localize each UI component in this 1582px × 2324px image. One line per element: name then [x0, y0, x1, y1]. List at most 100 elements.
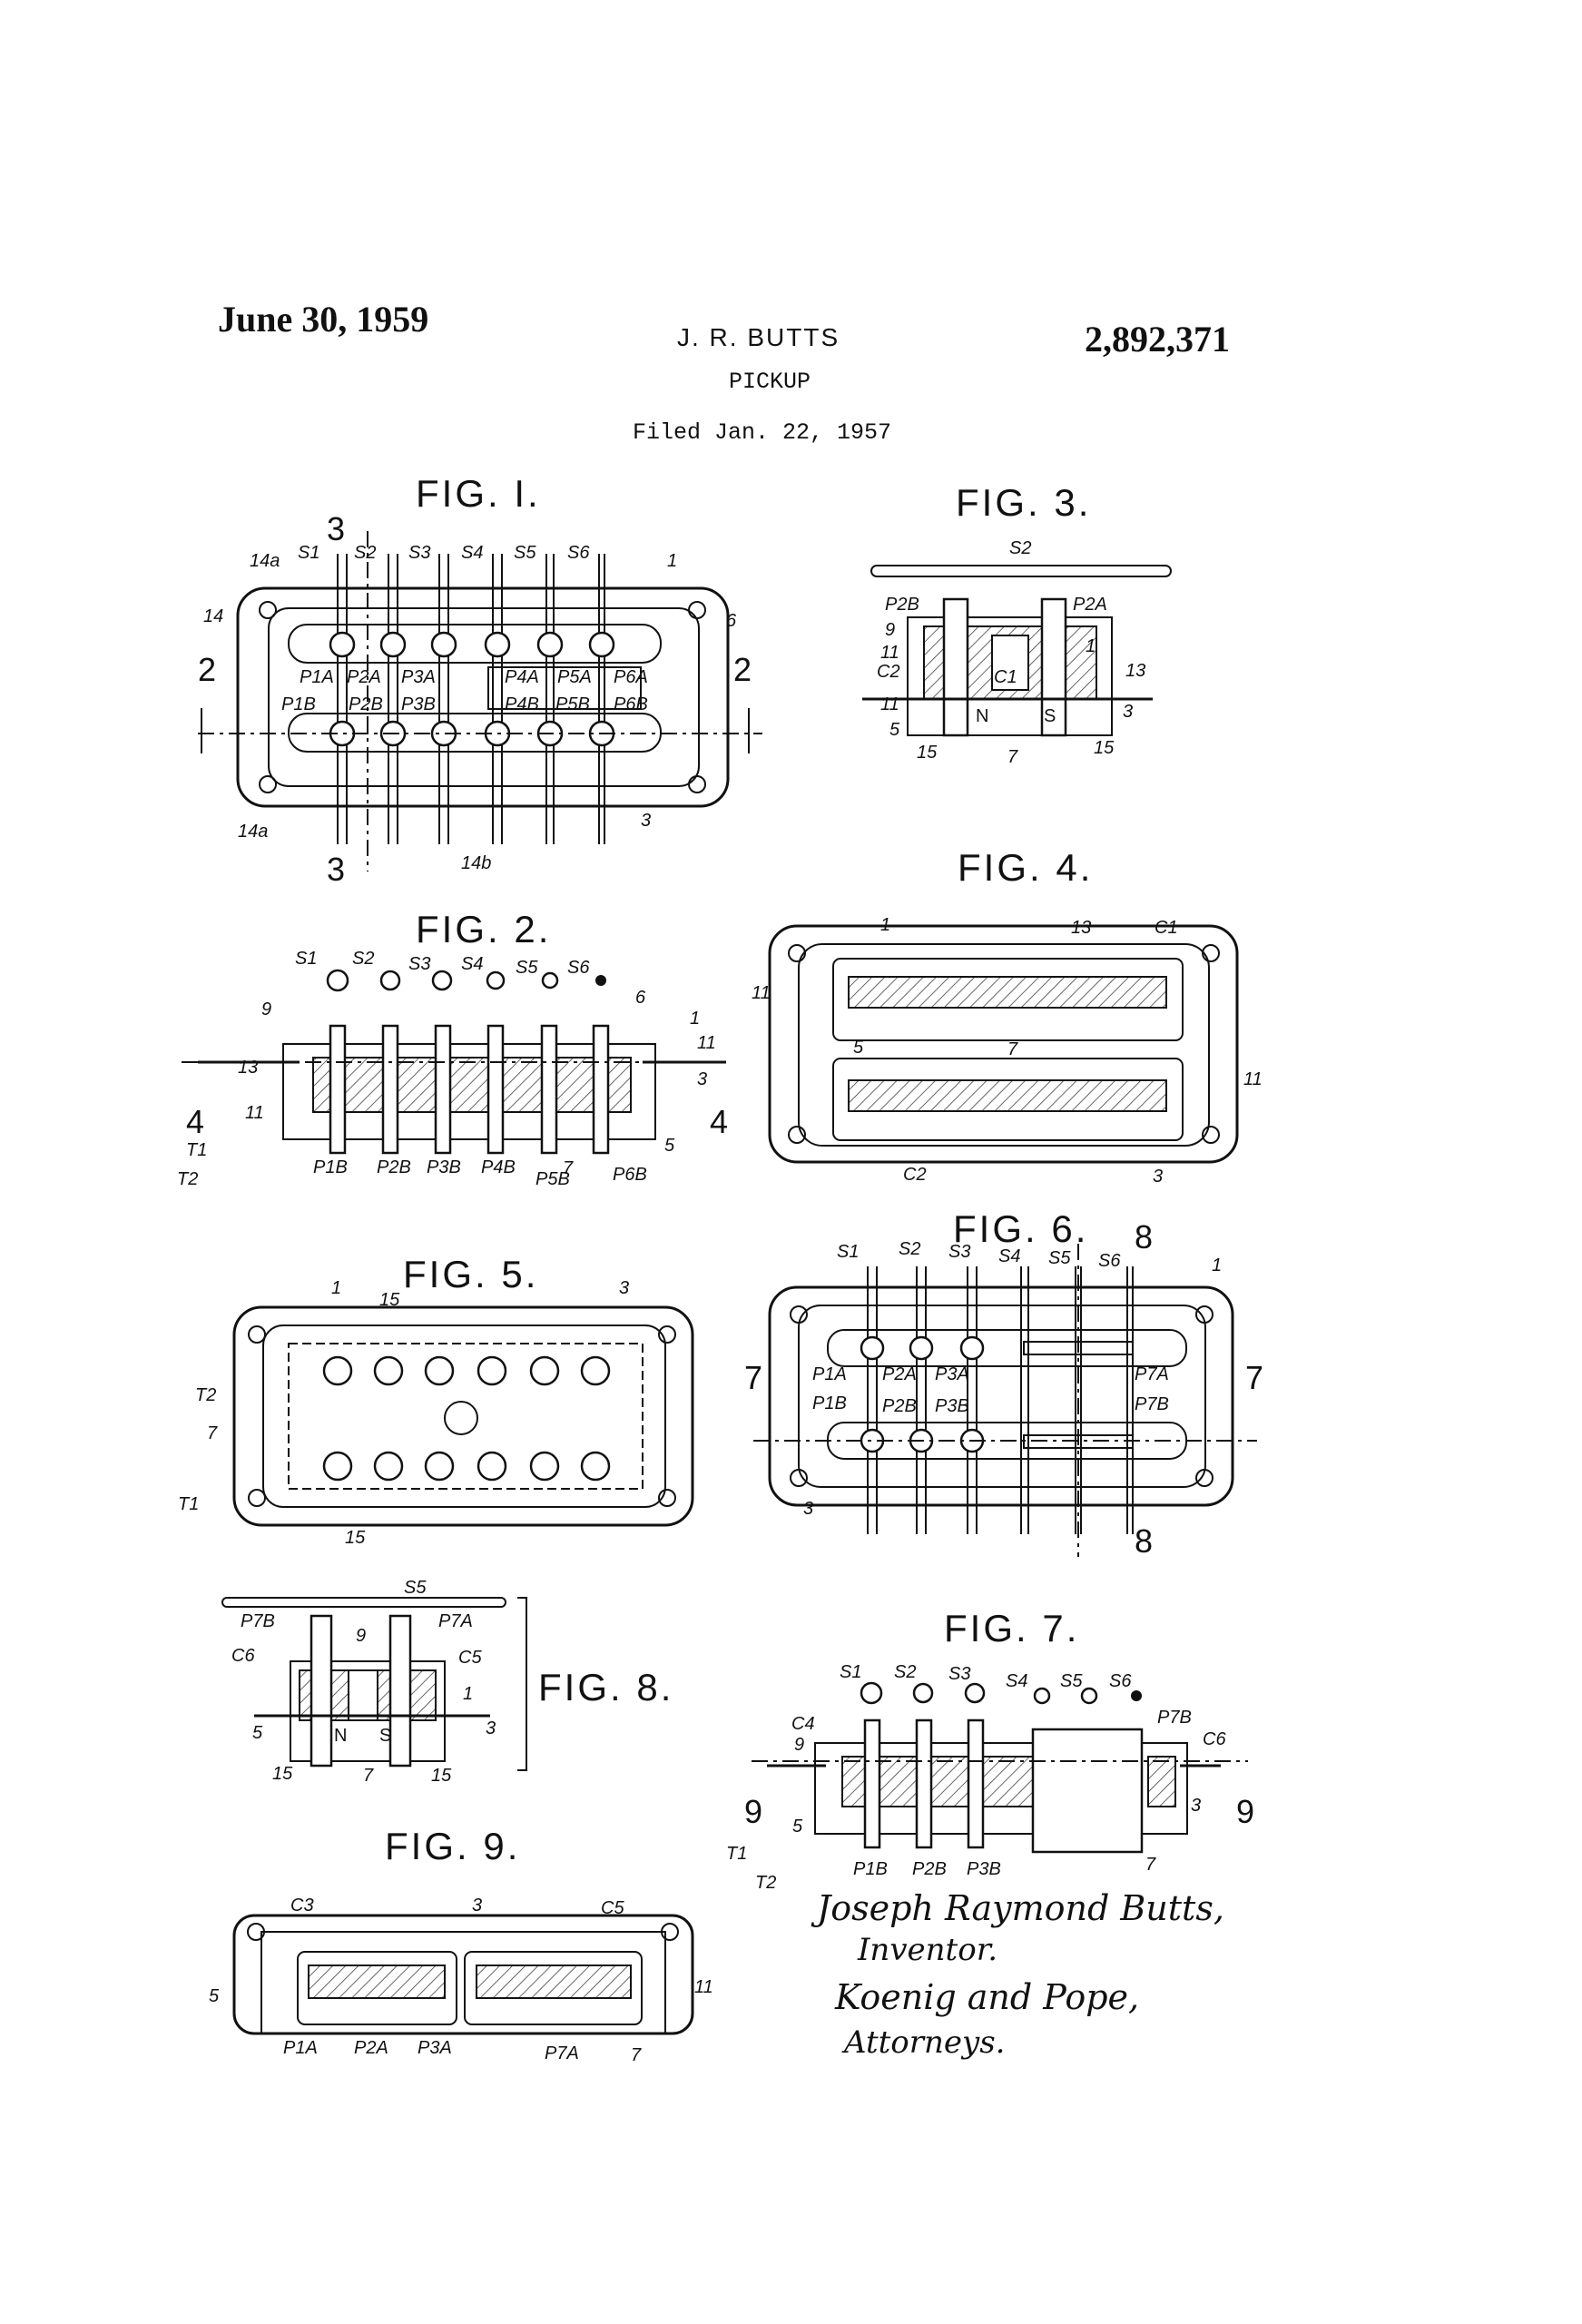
svg-text:11: 11 [245, 1103, 264, 1123]
svg-text:2: 2 [198, 651, 216, 688]
svg-text:C6: C6 [1203, 1729, 1226, 1749]
svg-text:T1: T1 [726, 1844, 747, 1864]
svg-text:P3A: P3A [418, 2038, 452, 2058]
svg-text:S6: S6 [1109, 1671, 1132, 1691]
svg-text:5: 5 [252, 1723, 263, 1743]
svg-text:P2A: P2A [347, 667, 381, 687]
svg-text:15: 15 [431, 1766, 452, 1786]
svg-text:P4A: P4A [505, 667, 539, 687]
svg-text:9: 9 [1236, 1793, 1254, 1830]
svg-text:3: 3 [803, 1499, 813, 1519]
svg-text:C1: C1 [994, 667, 1017, 687]
svg-text:7: 7 [1245, 1359, 1263, 1396]
filed-date: Filed Jan. 22, 1957 [633, 419, 892, 446]
svg-text:P6B: P6B [613, 1165, 647, 1185]
svg-text:C2: C2 [877, 662, 900, 682]
svg-text:P3A: P3A [935, 1364, 969, 1384]
inventor-header: J. R. BUTTS [677, 323, 840, 351]
svg-text:S3: S3 [408, 954, 430, 974]
svg-text:S: S [1044, 706, 1056, 726]
patent-number: 2,892,371 [1085, 319, 1230, 359]
svg-text:C1: C1 [1155, 918, 1178, 938]
svg-text:T2: T2 [755, 1873, 776, 1893]
svg-text:9: 9 [885, 620, 895, 640]
svg-text:P3B: P3B [935, 1396, 969, 1416]
svg-text:S1: S1 [837, 1242, 859, 1262]
svg-text:P3B: P3B [401, 694, 436, 714]
svg-text:S5: S5 [514, 543, 536, 563]
svg-text:6: 6 [635, 988, 646, 1008]
fig6-title: FIG. 6. [953, 1207, 1089, 1250]
fig3-title: FIG. 3. [956, 481, 1092, 524]
svg-text:1: 1 [331, 1278, 341, 1298]
svg-text:1: 1 [667, 551, 677, 571]
svg-text:4: 4 [186, 1103, 204, 1140]
svg-text:S1: S1 [840, 1662, 861, 1682]
patent-date: June 30, 1959 [218, 299, 429, 340]
svg-text:11: 11 [1243, 1069, 1263, 1089]
fig1-label-3top: 3 [327, 510, 345, 547]
svg-text:7: 7 [631, 2045, 642, 2065]
svg-text:P6B: P6B [614, 694, 648, 714]
svg-text:9: 9 [356, 1626, 366, 1646]
svg-text:11: 11 [697, 1033, 716, 1053]
svg-text:C5: C5 [601, 1898, 624, 1918]
svg-text:P1A: P1A [283, 2038, 318, 2058]
svg-text:1: 1 [690, 1009, 700, 1029]
svg-text:P3B: P3B [967, 1859, 1001, 1879]
svg-text:7: 7 [363, 1766, 374, 1786]
svg-text:S2: S2 [354, 543, 376, 563]
svg-text:5: 5 [889, 720, 900, 740]
svg-text:P7B: P7B [1157, 1708, 1192, 1728]
fig4-title: FIG. 4. [958, 846, 1094, 889]
svg-text:3: 3 [697, 1069, 707, 1089]
svg-text:11: 11 [694, 1977, 713, 1997]
svg-text:3: 3 [472, 1896, 482, 1915]
svg-text:S2: S2 [894, 1662, 916, 1682]
svg-text:P7B: P7B [1135, 1394, 1169, 1414]
svg-text:3: 3 [1191, 1796, 1201, 1816]
svg-text:9: 9 [794, 1735, 804, 1755]
svg-text:C6: C6 [231, 1646, 255, 1666]
svg-text:P4B: P4B [481, 1157, 516, 1177]
svg-text:C5: C5 [458, 1648, 482, 1668]
attorney-signature: Koenig and Pope, [835, 1977, 1140, 2017]
svg-text:5: 5 [209, 1986, 220, 2006]
svg-text:7: 7 [1007, 747, 1018, 767]
svg-text:P7B: P7B [241, 1611, 275, 1631]
svg-text:1: 1 [1212, 1256, 1222, 1275]
svg-text:S1: S1 [295, 949, 317, 969]
svg-text:P3A: P3A [401, 667, 436, 687]
svg-text:P2B: P2B [882, 1396, 917, 1416]
svg-text:3: 3 [1153, 1167, 1163, 1187]
inventor-signature: Joseph Raymond Butts, [817, 1888, 1224, 1928]
svg-text:P1B: P1B [281, 694, 316, 714]
svg-text:T1: T1 [186, 1140, 207, 1160]
svg-text:14b: 14b [461, 853, 491, 873]
svg-text:13: 13 [1071, 918, 1091, 938]
svg-text:P3B: P3B [427, 1157, 461, 1177]
svg-text:T1: T1 [178, 1494, 199, 1514]
fig5-title: FIG. 5. [403, 1253, 539, 1295]
svg-text:P1B: P1B [812, 1393, 847, 1413]
svg-text:7: 7 [1145, 1855, 1156, 1875]
svg-text:P6A: P6A [614, 667, 648, 687]
svg-text:5: 5 [853, 1038, 864, 1058]
svg-text:S4: S4 [461, 543, 483, 563]
svg-text:P2B: P2B [349, 694, 383, 714]
svg-text:T2: T2 [195, 1385, 216, 1405]
svg-text:P7A: P7A [1135, 1364, 1169, 1384]
svg-text:7: 7 [563, 1158, 574, 1178]
svg-text:S4: S4 [998, 1246, 1020, 1266]
svg-text:9: 9 [261, 1000, 271, 1019]
svg-text:P2B: P2B [377, 1157, 411, 1177]
patent-title: PICKUP [729, 369, 811, 395]
svg-text:5: 5 [664, 1136, 675, 1156]
fig2-title: FIG. 2. [416, 908, 552, 950]
svg-text:5: 5 [792, 1817, 803, 1837]
